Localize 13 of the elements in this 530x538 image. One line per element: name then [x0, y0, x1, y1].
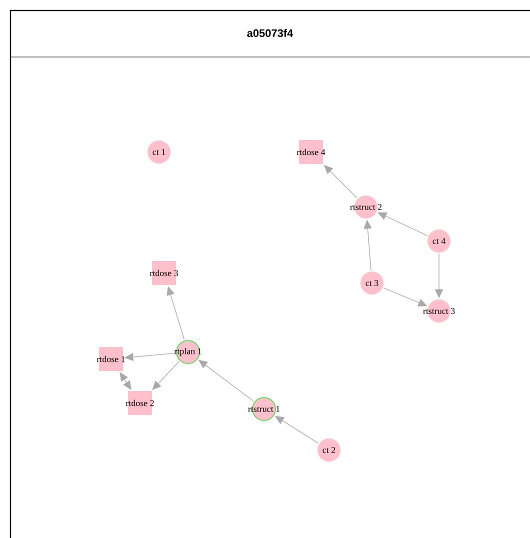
arrow [378, 212, 428, 236]
square-node: rtdose 2 [126, 391, 154, 415]
circle-node: ct 3 [360, 272, 384, 294]
square-node: rtdose 4 [296, 140, 326, 164]
title: a05073f4 [247, 28, 294, 38]
circle-node: ct 2 [318, 438, 340, 462]
circle-node: rtstruct 2 [350, 196, 382, 218]
circle-node: ct 1 [148, 140, 170, 164]
circle-node: ct 4 [428, 230, 450, 252]
circle-node: rtstruct 3 [423, 300, 455, 322]
arrow [120, 372, 132, 390]
square-node: rtdose 1 [96, 347, 125, 371]
square-node: rtdose 3 [150, 261, 178, 285]
